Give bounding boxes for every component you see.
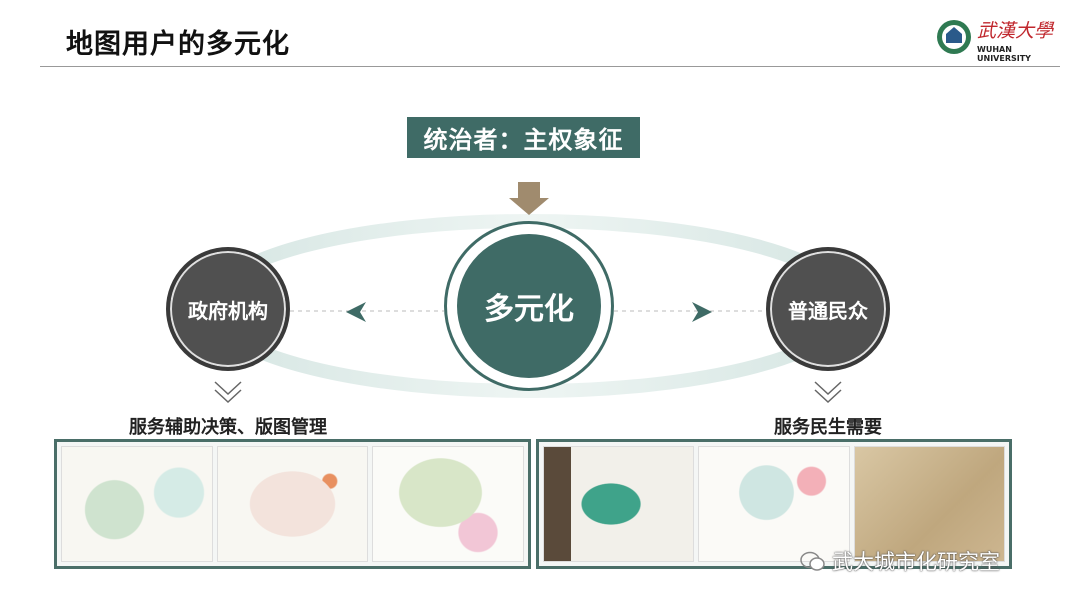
node-government: 政府机构 [166,247,290,371]
university-seal-icon [937,20,971,54]
arrow-right-icon [692,302,712,322]
university-logo: 武漢大學 WUHAN UNIVERSITY [935,16,1065,63]
public-maps-panel [536,439,1012,569]
map-image [698,446,850,562]
caption-left: 服务辅助决策、版图管理 [129,417,327,438]
caption-right: 服务民生需要 [774,417,882,438]
ruler-box: 统治者：主权象征 [407,117,640,158]
title-divider [40,66,1060,67]
map-image [61,446,213,562]
node-center: 多元化 [457,234,601,378]
map-image [543,446,695,562]
map-image [853,446,1005,562]
watermark-text: 武大城市化研究室 [832,550,1000,574]
chevron-down-icon [814,381,842,404]
government-maps-panel [54,439,531,569]
down-arrow-icon [509,182,549,215]
map-image [372,446,525,562]
node-public: 普通民众 [766,247,890,371]
arrow-left-icon [346,302,366,322]
watermark: 武大城市化研究室 [800,546,1000,576]
wechat-icon [800,551,825,571]
logo-en: WUHAN UNIVERSITY [977,45,1031,63]
logo-cn: 武漢大學 [977,20,1054,42]
page-title: 地图用户的多元化 [66,29,290,60]
map-image [216,446,369,562]
chevron-down-icon [214,381,242,404]
